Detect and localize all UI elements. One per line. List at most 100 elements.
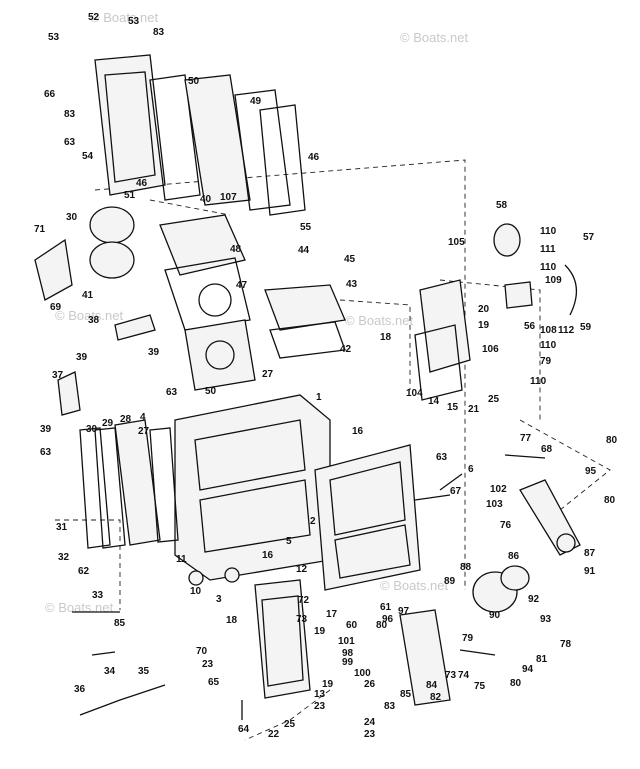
bypass-cover-lower: [89, 241, 135, 279]
callout-22: 22: [268, 729, 280, 740]
guide-line-top: [94, 159, 466, 590]
callout-45: 45: [344, 254, 356, 265]
callout-79: 79: [462, 633, 474, 644]
callout-82: 82: [430, 692, 442, 703]
bushing-87: [556, 533, 576, 553]
bypass-cover-lower-18: [254, 579, 311, 699]
callout-65: 65: [208, 677, 220, 688]
clip-59: [564, 264, 577, 316]
callout-77: 77: [520, 433, 532, 444]
callout-50: 50: [188, 76, 200, 87]
callout-110: 110: [540, 262, 557, 273]
callout-16: 16: [262, 550, 274, 561]
crankcase-half: [314, 444, 421, 591]
callout-18: 18: [380, 332, 392, 343]
callout-11: 11: [176, 554, 187, 565]
callout-69: 69: [50, 302, 62, 313]
hose-38: [114, 314, 156, 341]
callout-83: 83: [64, 109, 76, 120]
callout-63: 63: [40, 447, 52, 458]
callout-110: 110: [540, 340, 557, 351]
callout-108: 108: [540, 325, 557, 336]
callout-103: 103: [486, 499, 503, 510]
callout-39: 39: [40, 424, 52, 435]
callout-80: 80: [606, 435, 618, 446]
fasteners-group: [72, 473, 496, 720]
callout-70: 70: [196, 646, 208, 657]
gasket-27: [149, 427, 179, 543]
callout-19: 19: [322, 679, 334, 690]
gasket-42: [269, 321, 346, 359]
watermark-mid: © Boats.net: [345, 313, 414, 328]
gasket-29: [94, 427, 126, 549]
callout-2: 2: [310, 516, 316, 527]
callout-12: 12: [296, 564, 308, 575]
callout-90: 90: [489, 610, 501, 621]
callout-48: 48: [230, 244, 242, 255]
callout-49: 49: [250, 96, 262, 107]
callout-73: 73: [445, 670, 457, 681]
callout-80: 80: [510, 678, 522, 689]
bracket-69: [34, 238, 73, 301]
transfer-cover-27: [184, 319, 256, 391]
watermark-left: © Boats.net: [55, 308, 124, 323]
callout-14: 14: [428, 396, 440, 407]
callout-100: 100: [354, 668, 371, 679]
callout-86: 86: [508, 551, 520, 562]
callout-26: 26: [364, 679, 376, 690]
callout-17: 17: [326, 609, 338, 620]
callout-42: 42: [340, 344, 352, 355]
callout-57: 57: [583, 232, 595, 243]
callout-1: 1: [316, 392, 322, 403]
callout-109: 109: [545, 275, 562, 286]
callout-72: 72: [298, 595, 310, 606]
callout-95: 95: [585, 466, 597, 477]
callout-60: 60: [346, 620, 358, 631]
callout-39: 39: [76, 352, 88, 363]
callout-105: 105: [448, 237, 465, 248]
callout-101: 101: [338, 636, 355, 647]
callout-83: 83: [153, 27, 165, 38]
callout-13: 13: [314, 689, 326, 700]
callout-61: 61: [380, 602, 392, 613]
callout-41: 41: [82, 290, 94, 301]
transfer-covers-group: [159, 214, 346, 391]
linkage-group: [399, 454, 581, 706]
exhaust-cover-group: [94, 54, 306, 216]
callout-10: 10: [190, 586, 202, 597]
callout-30: 30: [66, 212, 78, 223]
transfer-gasket: [164, 257, 251, 331]
callout-111: 111: [540, 244, 556, 255]
callout-89: 89: [444, 576, 456, 587]
callout-83: 83: [384, 701, 396, 712]
callout-31: 31: [56, 522, 68, 533]
callout-51: 51: [124, 190, 136, 201]
callout-112: 112: [558, 325, 575, 336]
intake-parts-group: [34, 206, 156, 416]
callout-56: 56: [524, 321, 536, 332]
guide-line-2: [339, 299, 411, 390]
callout-76: 76: [500, 520, 512, 531]
callout-19: 19: [478, 320, 490, 331]
callout-81: 81: [536, 654, 548, 665]
callout-92: 92: [528, 594, 540, 605]
elbow-37: [57, 371, 81, 416]
callout-104: 104: [406, 388, 423, 399]
cam-86: [500, 565, 530, 591]
callout-6: 6: [468, 464, 474, 475]
bolt-8: [439, 473, 463, 491]
callout-59: 59: [580, 322, 592, 333]
callout-99: 99: [342, 657, 354, 668]
callout-73: 73: [296, 614, 308, 625]
callout-78: 78: [560, 639, 572, 650]
callout-21: 21: [468, 404, 480, 415]
callout-87: 87: [584, 548, 596, 559]
watermark-bottom-left: © Boats.net: [45, 600, 114, 615]
callout-38: 38: [88, 315, 100, 326]
bracket-82: [399, 609, 451, 706]
callout-68: 68: [541, 444, 553, 455]
callout-74: 74: [458, 670, 470, 681]
